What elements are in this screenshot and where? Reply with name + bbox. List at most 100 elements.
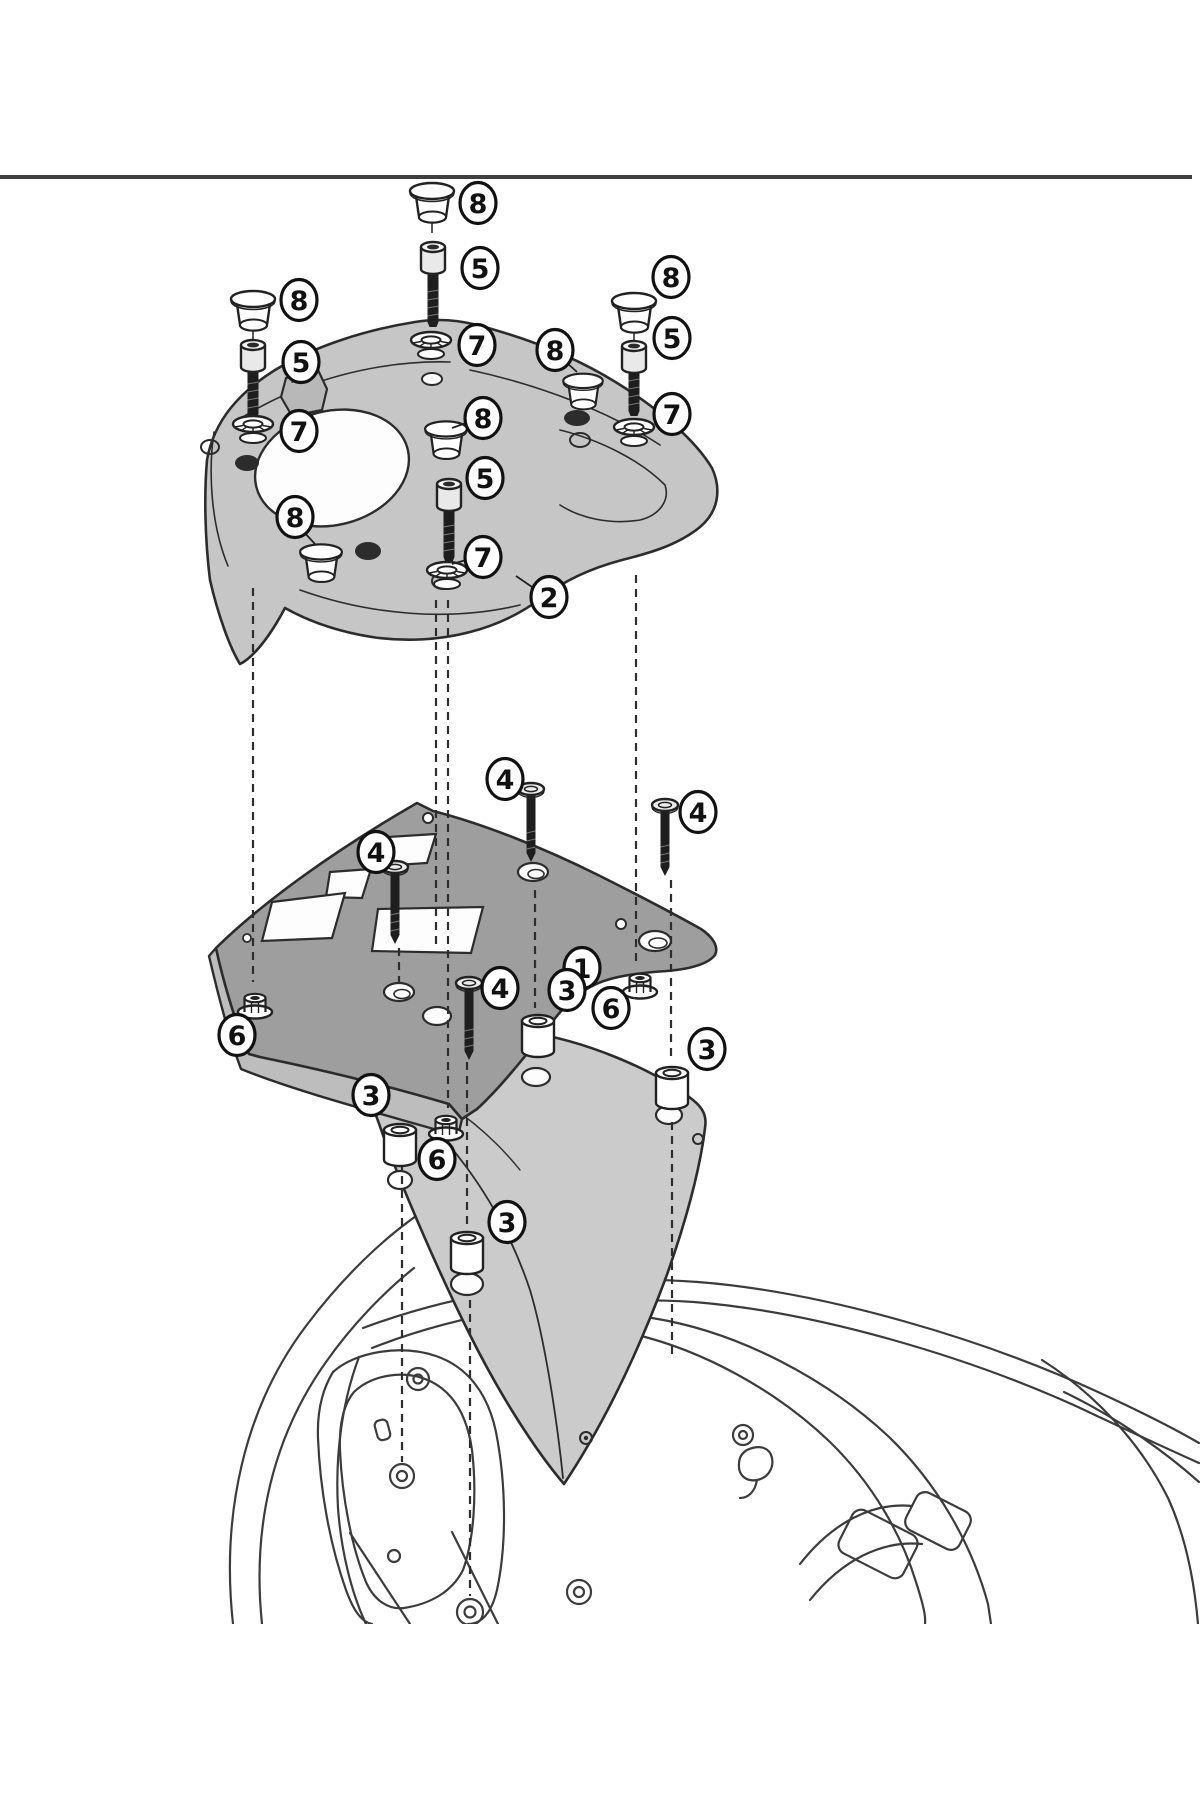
cover-screw-small-2 bbox=[579, 1431, 593, 1445]
vent-left bbox=[837, 1508, 919, 1580]
callout-part-4: 4 bbox=[356, 829, 396, 875]
base-plate-bumpers bbox=[200, 372, 591, 590]
callout-part-8: 8 bbox=[458, 180, 498, 226]
callout-number: 3 bbox=[362, 1081, 381, 1112]
callout-part-7: 7 bbox=[652, 391, 692, 437]
part8-cap-bushing-icon bbox=[610, 291, 658, 343]
part7-spring-washer-icon bbox=[231, 414, 275, 444]
callout-number: 8 bbox=[286, 503, 305, 534]
plate-hole-bottom bbox=[421, 1005, 453, 1027]
callout-part-8: 8 bbox=[651, 254, 691, 300]
part6-flange-nut-icon bbox=[621, 972, 659, 1000]
plate-hole-top bbox=[516, 861, 550, 883]
callout-part-5: 5 bbox=[465, 455, 505, 501]
seam-diagonal-2 bbox=[450, 1530, 500, 1624]
part5-socket-screw-icon bbox=[435, 477, 463, 562]
fasteners bbox=[229, 181, 690, 1276]
part5-socket-screw-icon bbox=[419, 240, 447, 327]
cover-hole-top bbox=[520, 1066, 552, 1088]
alignment-dashed-lines bbox=[251, 575, 674, 1596]
callout-part-4: 4 bbox=[485, 756, 525, 802]
scooter-left-edge-outer bbox=[228, 1198, 443, 1624]
callout-part-3: 3 bbox=[547, 967, 587, 1013]
seat-bolt-3 bbox=[455, 1597, 485, 1624]
callout-number: 4 bbox=[491, 974, 510, 1005]
part3-spacer-bushing-icon bbox=[520, 1013, 556, 1059]
seat-latch bbox=[731, 1423, 774, 1500]
callout-number: 4 bbox=[496, 765, 515, 796]
part7-spring-washer-icon bbox=[612, 417, 656, 447]
part6-flange-nut-icon bbox=[236, 992, 274, 1020]
fender-curve-outer bbox=[622, 1330, 927, 1624]
scooter-left-edge-inner bbox=[258, 1266, 416, 1624]
callout-number: 3 bbox=[558, 976, 577, 1007]
pad-notch bbox=[373, 1418, 392, 1442]
callout-number: 7 bbox=[663, 400, 682, 431]
callout-number: 3 bbox=[498, 1208, 517, 1239]
callout-part-5: 5 bbox=[460, 245, 500, 291]
part8-cap-bushing-icon bbox=[229, 289, 277, 341]
scooter-seat-curve bbox=[336, 1355, 368, 1624]
part8-cap-bushing-icon bbox=[562, 372, 604, 411]
callout-number: 8 bbox=[662, 263, 681, 294]
callout-number: 7 bbox=[468, 331, 487, 362]
callout-part-3: 3 bbox=[351, 1072, 391, 1118]
callout-number: 4 bbox=[367, 838, 386, 869]
part8-cap-bushing-icon bbox=[423, 420, 469, 461]
callout-part-7: 7 bbox=[451, 534, 503, 580]
body-bolt bbox=[565, 1578, 593, 1606]
seat-hole-small bbox=[386, 1548, 402, 1564]
callout-number: 5 bbox=[471, 254, 490, 285]
plate-cutout-b bbox=[324, 867, 373, 900]
part8-cap-bushing-icon bbox=[408, 181, 456, 233]
callout-number: 5 bbox=[292, 348, 311, 379]
plate-cutout-d bbox=[370, 905, 485, 955]
callout-part-6: 6 bbox=[417, 1136, 457, 1182]
part3-spacer-bushing-icon bbox=[449, 1230, 485, 1276]
cover-hole-bottom bbox=[449, 1271, 485, 1297]
callout-number: 8 bbox=[290, 286, 309, 317]
callout-part-7: 7 bbox=[457, 322, 497, 368]
grab-pad-inner bbox=[338, 1373, 476, 1610]
fender-curve-inner bbox=[650, 1316, 993, 1624]
callout-number: 4 bbox=[689, 798, 708, 829]
scooter-tail bbox=[228, 1198, 1200, 1624]
seat-bolt-2 bbox=[388, 1462, 416, 1490]
callout-number: 6 bbox=[228, 1021, 247, 1052]
seat-bolt-1 bbox=[405, 1366, 431, 1392]
plate-hole-left bbox=[382, 981, 416, 1003]
plate-hole-tab bbox=[422, 812, 434, 824]
plate-hole-corner bbox=[242, 933, 252, 943]
callout-part-5: 5 bbox=[281, 339, 321, 385]
callout-number: 5 bbox=[476, 464, 495, 495]
callout-number: 3 bbox=[698, 1035, 717, 1066]
callout-number: 7 bbox=[290, 417, 309, 448]
callout-number: 8 bbox=[546, 336, 565, 367]
part4-countersunk-screw-icon bbox=[650, 797, 680, 876]
callout-part-3: 3 bbox=[487, 1199, 527, 1245]
callout-part-6: 6 bbox=[591, 985, 631, 1031]
callout-part-8: 8 bbox=[535, 327, 578, 373]
callout-part-5: 5 bbox=[652, 315, 692, 361]
callout-part-3: 3 bbox=[687, 1026, 727, 1072]
cover-hole-left bbox=[386, 1169, 414, 1191]
callout-number: 2 bbox=[540, 583, 559, 614]
part4-countersunk-screw-icon bbox=[454, 975, 484, 1060]
callout-number: 7 bbox=[474, 543, 493, 574]
callout-part-7: 7 bbox=[279, 408, 319, 454]
cover-screw-small-1 bbox=[692, 1133, 704, 1145]
part8-cap-bushing-icon bbox=[298, 543, 344, 584]
callout-number: 8 bbox=[474, 404, 493, 435]
tail-right-seam bbox=[1062, 1390, 1200, 1484]
part3-spacer-bushing-icon bbox=[654, 1065, 690, 1111]
callout-part-6: 6 bbox=[217, 1012, 257, 1058]
part7-spring-washer-icon bbox=[425, 560, 469, 590]
seam-diagonal-1 bbox=[348, 1531, 412, 1624]
grab-pad-outer-right bbox=[331, 1349, 506, 1624]
callout-part-8: 8 bbox=[451, 395, 503, 441]
plate-hole-right bbox=[637, 929, 673, 953]
callout-part-4: 4 bbox=[480, 965, 520, 1011]
